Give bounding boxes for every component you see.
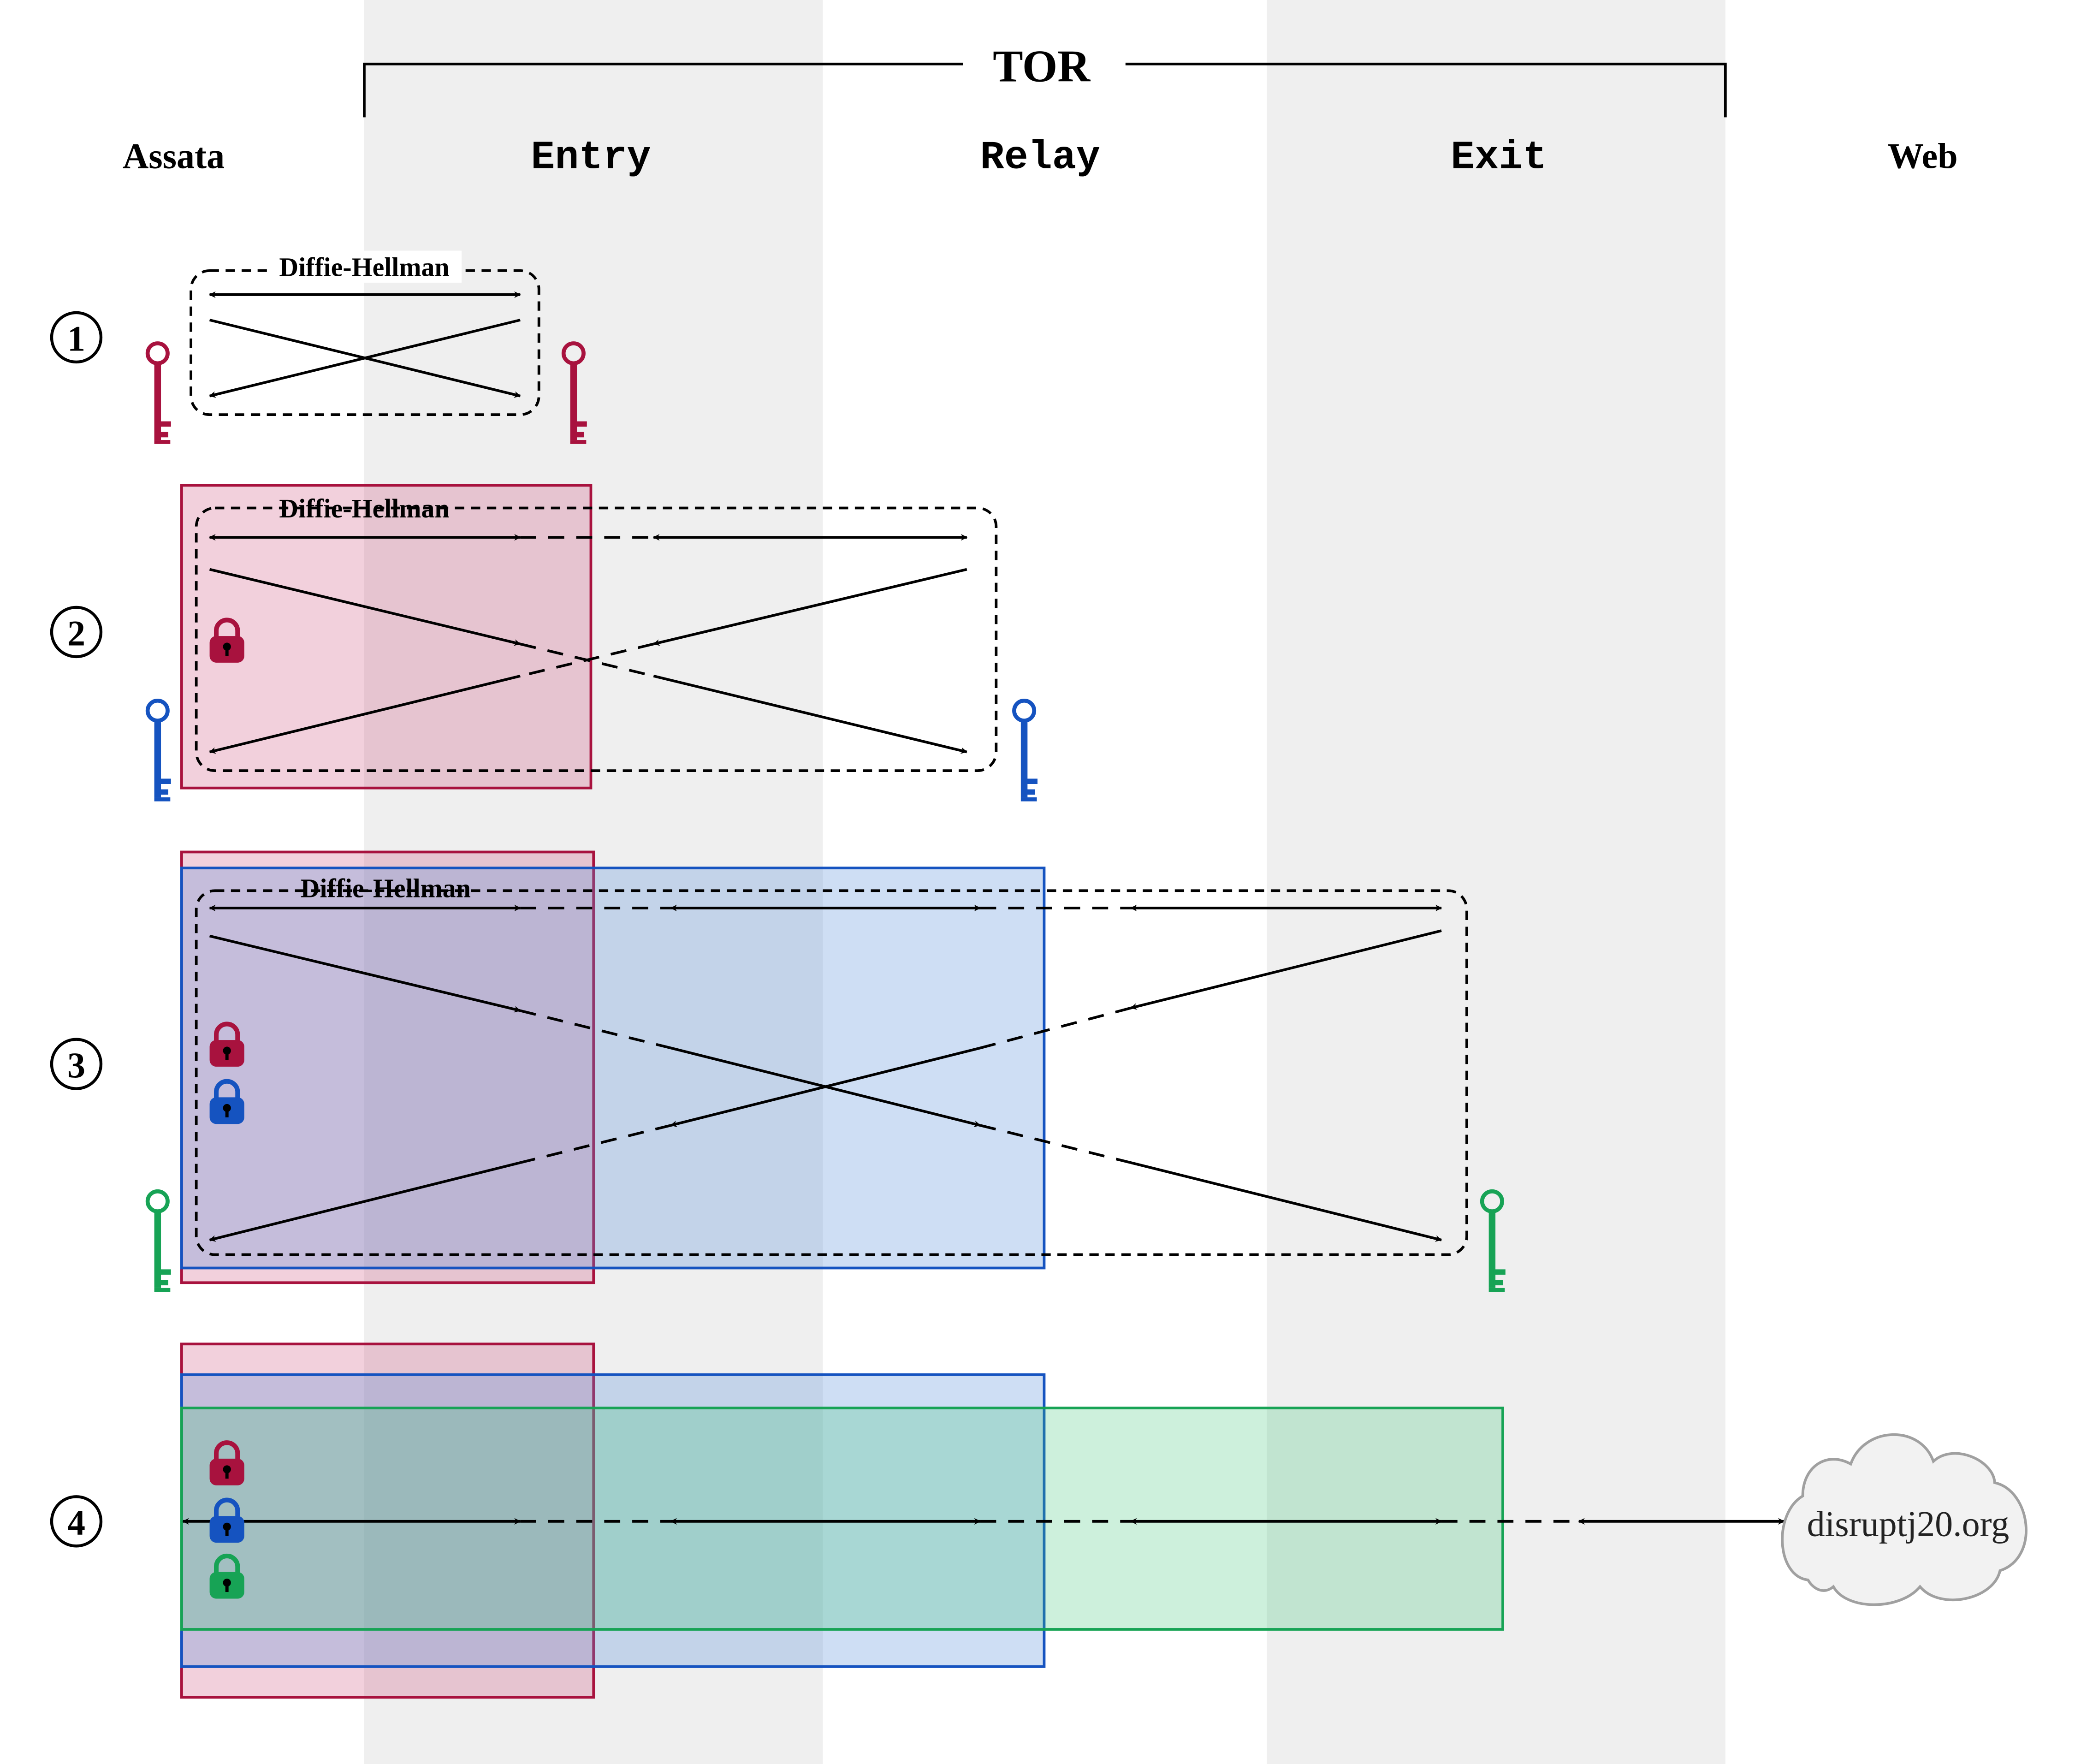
step-number-3: 3 [67, 1045, 85, 1085]
column-header-exit: Exit [1451, 135, 1547, 180]
encryption-layer-blue-3 [180, 867, 1046, 1270]
column-header-web: Web [1888, 136, 1958, 176]
step-2-handshake: Diffie-Hellman [148, 484, 1038, 801]
step-marker-2: 2 [50, 606, 103, 659]
step-number-1: 1 [67, 318, 85, 358]
step-number-2: 2 [67, 613, 85, 653]
encryption-layer-red-3 [180, 850, 595, 1284]
key-icon [148, 701, 171, 801]
step-number-4: 4 [67, 1503, 85, 1543]
exit-lane [1267, 0, 1725, 1764]
encryption-layer-green-4 [180, 1407, 1504, 1631]
key-icon [148, 1191, 171, 1292]
diffie-hellman-label-2: Diffie-Hellman [279, 493, 449, 523]
step-4-circuit: disruptj20.org [180, 1342, 2028, 1699]
step-marker-4: 4 [50, 1495, 103, 1548]
column-header-relay: Relay [980, 135, 1100, 180]
tor-title: TOR [993, 41, 1091, 91]
column-header-assata: Assata [123, 136, 225, 176]
diffie-hellman-box-2 [195, 506, 998, 772]
key-icon [148, 343, 171, 444]
cloud-icon [1781, 1433, 2028, 1606]
destination-url: disruptj20.org [1807, 1504, 2010, 1544]
step-3-handshake: Diffie-Hellman [148, 850, 1506, 1292]
diffie-hellman-box-3 [195, 889, 1468, 1256]
step-marker-3: 3 [50, 1038, 103, 1090]
diffie-hellman-label-3: Diffie-Hellman [301, 873, 471, 903]
column-header-entry: Entry [531, 135, 651, 180]
tor-bracket [363, 62, 1727, 118]
step-marker-1: 1 [50, 311, 103, 364]
key-icon [1014, 701, 1038, 801]
diffie-hellman-label-1: Diffie-Hellman [279, 252, 449, 282]
step-1-handshake: Diffie-Hellman [148, 250, 587, 444]
diffie-hellman-box-1 [190, 269, 540, 416]
